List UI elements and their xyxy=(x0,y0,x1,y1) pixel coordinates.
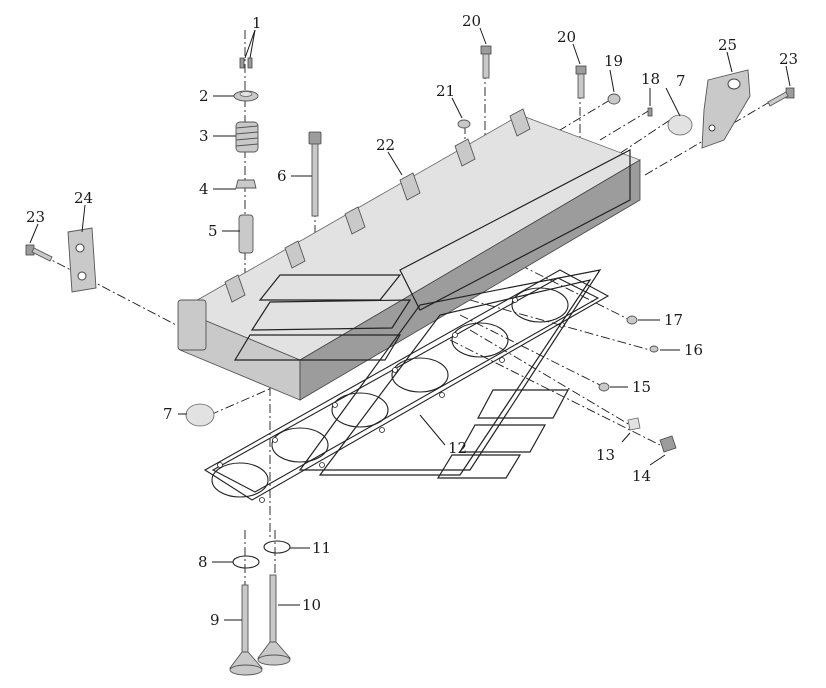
valve-keeper-b xyxy=(247,57,253,69)
valve-seat-ring-11 xyxy=(263,540,291,554)
callout-23-left: 23 xyxy=(26,208,45,226)
callout-1: 1 xyxy=(252,14,262,32)
callout-labels: 1 2 3 4 5 6 7 7 8 9 10 11 12 13 14 15 16… xyxy=(26,12,798,629)
head-outline-inserts xyxy=(233,149,631,476)
cylinder-head xyxy=(177,108,641,476)
callout-5: 5 xyxy=(208,222,218,240)
callout-17: 17 xyxy=(664,311,683,329)
rocker-supports xyxy=(224,108,531,303)
callout-18: 18 xyxy=(641,70,660,88)
plug-19 xyxy=(607,93,621,105)
callout-11: 11 xyxy=(312,539,331,557)
small-parts xyxy=(25,45,795,453)
exhaust-valve-9 xyxy=(229,584,263,676)
core-plug-right xyxy=(667,114,693,136)
callout-6: 6 xyxy=(277,167,287,185)
callout-12: 12 xyxy=(448,439,467,457)
valve-guide xyxy=(238,214,254,254)
plug-18 xyxy=(647,107,653,117)
plug-14 xyxy=(659,435,677,453)
callout-22: 22 xyxy=(376,136,395,154)
valve-train xyxy=(229,57,322,676)
callout-24: 24 xyxy=(74,189,93,207)
plug-21 xyxy=(457,119,471,129)
plug-15 xyxy=(598,382,610,392)
bolt-20-right xyxy=(575,65,587,99)
callout-20-left: 20 xyxy=(462,12,481,30)
callout-20-right: 20 xyxy=(557,28,576,46)
bolt-20-left xyxy=(480,45,492,79)
valve-seat-ring-8 xyxy=(232,555,260,569)
gasket-bores xyxy=(211,287,569,498)
gasket-holes xyxy=(217,297,565,503)
callout-3: 3 xyxy=(199,127,209,145)
core-plug-left xyxy=(185,403,215,427)
callout-7-left: 7 xyxy=(163,405,173,423)
callout-14: 14 xyxy=(632,467,651,485)
callout-2: 2 xyxy=(199,87,209,105)
plug-16 xyxy=(649,345,659,353)
cylinder-head-gasket xyxy=(203,269,610,503)
lifting-bracket-25 xyxy=(701,69,751,149)
callout-19: 19 xyxy=(604,52,623,70)
callout-4: 4 xyxy=(199,180,209,198)
callout-25: 25 xyxy=(718,36,737,54)
lifting-bracket-24 xyxy=(67,227,97,293)
callout-7-right: 7 xyxy=(676,72,686,90)
intake-valve-10 xyxy=(257,574,291,666)
plug-17 xyxy=(626,315,638,325)
head-bolt xyxy=(308,131,322,217)
valve-keeper-a xyxy=(239,57,245,69)
plug-13 xyxy=(627,417,641,431)
valve-stem-seal xyxy=(235,179,257,189)
callout-13: 13 xyxy=(596,446,615,464)
callout-9: 9 xyxy=(210,611,220,629)
gasket-outline-boxes xyxy=(436,389,570,479)
bolt-23-left xyxy=(25,244,53,262)
callout-8: 8 xyxy=(198,553,208,571)
callout-16: 16 xyxy=(684,341,703,359)
callout-15: 15 xyxy=(632,378,651,396)
callout-21: 21 xyxy=(436,82,455,100)
bolt-23-right xyxy=(767,87,795,107)
callout-10: 10 xyxy=(302,596,321,614)
valve-spring xyxy=(235,121,259,153)
callout-23-right: 23 xyxy=(779,50,798,68)
leader-lines xyxy=(29,27,791,621)
